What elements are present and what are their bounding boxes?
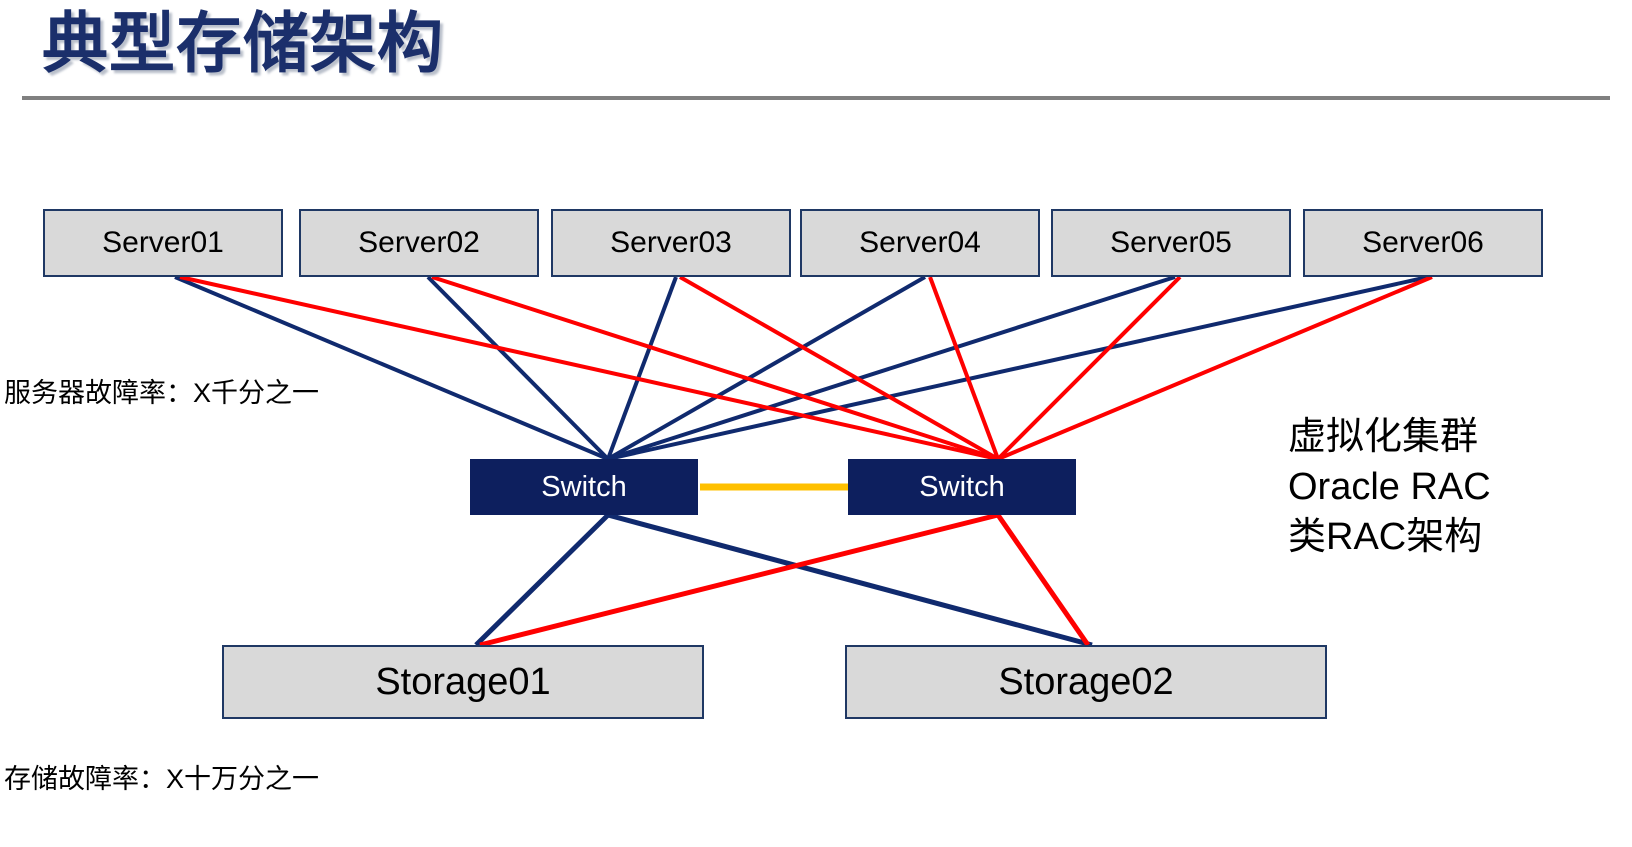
link-server-to-switch-left-1 [174, 275, 609, 461]
link-server-to-switch-right-3 [679, 275, 999, 461]
link-server-to-switch-right-1 [179, 275, 999, 461]
storage-node-label: Storage01 [375, 660, 551, 703]
cluster-note-line-1: 虚拟化集群 [1288, 416, 1479, 458]
storage-failure-rate-label: 存储故障率：X十万分之一 [4, 764, 320, 794]
storage-node-2[interactable]: Storage02 [845, 645, 1327, 719]
server-node-5[interactable]: Server05 [1051, 209, 1291, 277]
switch-node-1[interactable]: Switch [470, 459, 698, 515]
page-title: 典型存储架构 [42, 6, 444, 80]
storage-node-label: Storage02 [998, 660, 1174, 703]
server-node-3[interactable]: Server03 [551, 209, 791, 277]
switch-node-label: Switch [541, 470, 627, 503]
server-node-label: Server01 [102, 226, 224, 259]
switch-node-2[interactable]: Switch [848, 459, 1076, 515]
link-switch-left-to-storage-2 [607, 512, 1093, 648]
server-node-4[interactable]: Server04 [800, 209, 1040, 277]
cluster-note-line-3: 类RAC架构 [1288, 516, 1483, 558]
server-node-6[interactable]: Server06 [1303, 209, 1543, 277]
navy-link-group [174, 275, 1429, 648]
link-server-to-switch-left-2 [426, 275, 610, 461]
link-server-to-switch-right-4 [928, 276, 1000, 460]
link-server-to-switch-left-3 [606, 276, 678, 460]
cluster-note-line-2: Oracle RAC [1288, 466, 1491, 508]
server-node-label: Server03 [610, 226, 732, 259]
link-switch-left-to-storage-1 [474, 513, 610, 647]
link-server-to-switch-left-5 [607, 275, 1176, 461]
link-server-to-switch-right-2 [431, 275, 999, 461]
link-server-to-switch-left-4 [607, 275, 926, 461]
link-server-to-switch-right-5 [996, 275, 1182, 461]
switch-node-label: Switch [919, 470, 1005, 503]
server-node-label: Server05 [1110, 226, 1232, 259]
storage-node-1[interactable]: Storage01 [222, 645, 704, 719]
link-switch-right-to-storage-1 [479, 512, 999, 648]
server-node-label: Server02 [358, 226, 480, 259]
title-divider [22, 96, 1610, 100]
link-switch-right-to-storage-2 [995, 513, 1091, 647]
server-node-1[interactable]: Server01 [43, 209, 283, 277]
server-node-label: Server06 [1362, 226, 1484, 259]
server-failure-rate-label: 服务器故障率：X千分之一 [4, 378, 320, 408]
server-node-label: Server04 [859, 226, 981, 259]
server-node-2[interactable]: Server02 [299, 209, 539, 277]
cluster-architecture-note: 虚拟化集群 Oracle RAC 类RAC架构 [1288, 412, 1491, 562]
red-link-group [179, 275, 1433, 648]
